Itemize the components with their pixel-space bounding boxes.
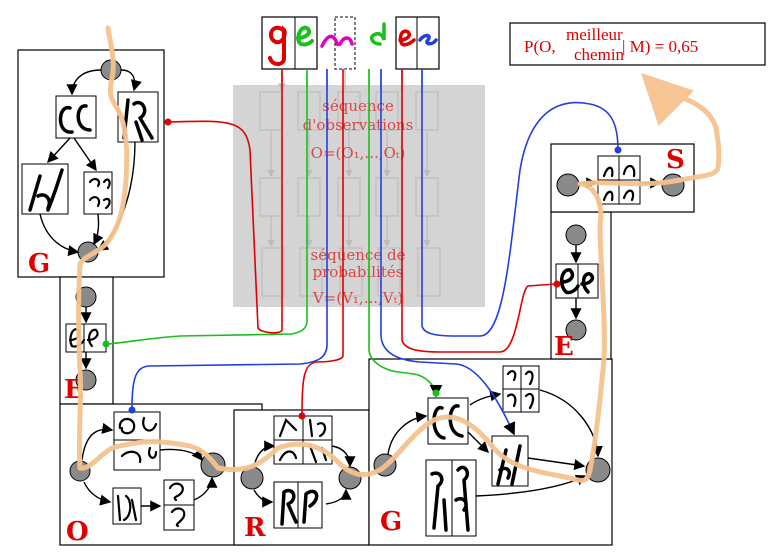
model-o: O [59,403,263,547]
model-s: S [550,143,695,213]
probability-prefix: P(O, [524,37,556,56]
segment-links [102,69,622,436]
glyph-d-icon [369,22,386,46]
model-o-letter: O [66,517,89,547]
probability-superscript: meilleur [566,25,623,44]
model-g2: G [368,358,613,546]
probability-formula: V=(V₁,...,Vₜ) [312,289,403,307]
observation-title-line1: séquence [322,97,394,115]
glyph-n-icon [320,34,354,48]
observation-formula: O=(O₁,...,Oₜ) [311,144,406,162]
input-word [261,16,440,70]
model-g1-letter: G [28,249,50,279]
model-g2-letter: G [380,507,402,537]
model-r: R [233,409,370,546]
glyph-e-icon [296,25,314,47]
model-r-letter: R [244,513,266,543]
probability-title-line1: séquence de [311,246,406,264]
sequence-panel: séquence d'observations O=(O₁,...,Oₜ) sé… [233,85,485,307]
model-g1: G [17,49,165,279]
model-e2-letter: E [554,332,574,362]
best-path [76,25,722,483]
probability-value: | M) = 0,65 [622,37,698,56]
observation-title-line2: d'observations [303,116,414,134]
model-s-letter: S [666,145,685,175]
glyph-s-icon [418,33,438,46]
model-e1: E [59,276,114,405]
glyph-e2-icon [398,29,416,47]
probability-subscript: chemin [574,45,625,64]
glyph-g-icon [268,25,287,66]
probability-box: P(O, meilleur chemin | M) = 0,65 [509,22,766,66]
probability-title-line2: probabilités [313,263,404,281]
